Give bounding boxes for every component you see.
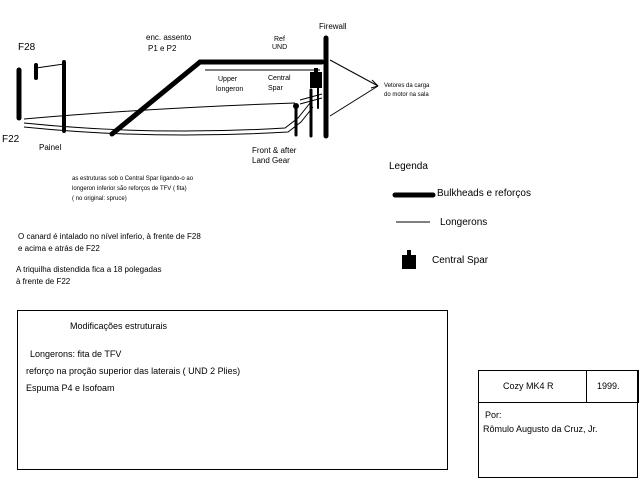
label-f28: F28 [18,42,36,53]
longerons [23,69,323,136]
label-vetores-1: Vetores da carga [384,83,430,89]
label-central-spar-2: Spar [268,85,283,92]
modification-line-2: reforço na proção superior das laterais … [26,366,241,376]
legend-bulkheads-label: Bulkheads e reforços [437,188,531,199]
label-enc-assento-1: enc. assento [146,33,192,42]
note-spar-line-1: as estruturas sob o Central Spar ligando… [72,176,194,182]
legend-longerons-label: Longerons [440,217,488,228]
label-front-after-2: Land Gear [252,156,290,165]
note-triquilha-2: à frente de F22 [16,277,71,286]
title-block-author: Rômulo Augusto da Cruz, Jr. [483,424,598,434]
note-spar-line-3: ( no original: spruce) [72,196,127,202]
note-spar-line-2: longeron inferior são reforços de TFV ( … [72,186,187,192]
title-block-by-label: Por: [485,410,502,420]
gear-joint [293,103,299,109]
title-block-year: 1999. [597,381,620,391]
modifications-box: Modificações estruturais Longerons: fita… [17,310,448,470]
label-upper-longeron-1: Upper [218,76,238,83]
title-block-year-cell: 1999. [586,370,639,403]
label-front-after-1: Front & after [252,146,297,155]
label-enc-assento-2: P1 e P2 [148,44,177,53]
label-firewall: Firewall [319,22,347,31]
label-f22: F22 [2,134,20,145]
title-block-project: Cozy MK4 R [503,381,554,391]
seat-bulkhead-diagonal [109,59,203,137]
upper-longeron-line [23,102,296,120]
central-spar [310,68,322,88]
label-central-spar-1: Central [268,75,291,82]
legend-central-spar-symbol [402,250,416,269]
label-vetores-2: do motor na sala [384,92,429,98]
modifications-title: Modificações estruturais [70,321,168,331]
legend-title: Legenda [389,161,428,172]
lower-longeron-line-b [23,106,314,136]
bulkheads [16,35,329,139]
note-canard-2: e acima e atrás de F22 [18,244,100,253]
note-canard-1: O canard é intalado no nível inferio, à … [18,232,201,241]
legend-central-spar-label: Central Spar [432,255,489,266]
label-ref-1: Ref [274,36,285,43]
label-upper-longeron-2: longeron [216,86,244,93]
f28-longeron [35,63,65,69]
note-triquilha-1: A triquilha distendida fica a 18 polegad… [16,265,162,274]
load-vectors [329,59,379,117]
label-ref-2: UND [272,44,288,51]
label-painel: Painel [39,143,62,152]
title-block-project-cell: Cozy MK4 R [478,370,587,403]
title-block: Cozy MK4 R 1999. Por: Rômulo Augusto da … [478,370,639,478]
modification-line-1: Longerons: fita de TFV [30,349,122,359]
modification-line-3: Espuma P4 e Isofoam [26,383,115,393]
lower-longeron-line-a [23,102,311,132]
